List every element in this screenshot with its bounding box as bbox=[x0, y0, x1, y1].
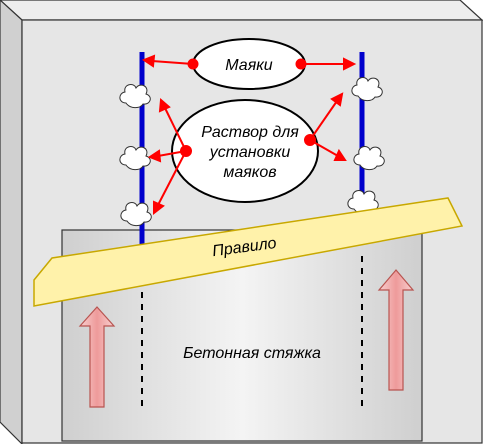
mortar-label-line1: Раствор для bbox=[201, 124, 299, 141]
beacons-label: Маяки bbox=[225, 57, 273, 74]
up-arrow-left bbox=[78, 306, 116, 408]
mortar-label-line2: установки bbox=[209, 144, 291, 161]
up-arrow-right bbox=[377, 269, 415, 391]
mortar-label-line3: маяков bbox=[223, 164, 276, 181]
wall-left-face bbox=[0, 0, 23, 444]
callout-beacons: Маяки bbox=[192, 38, 306, 90]
pointers bbox=[141, 54, 357, 216]
callout-mortar: Раствор для установки маяков bbox=[171, 99, 319, 203]
screed-label: Бетонная стяжка bbox=[183, 345, 321, 362]
rule: Правило bbox=[33, 197, 464, 307]
wall-top-face bbox=[0, 0, 483, 21]
